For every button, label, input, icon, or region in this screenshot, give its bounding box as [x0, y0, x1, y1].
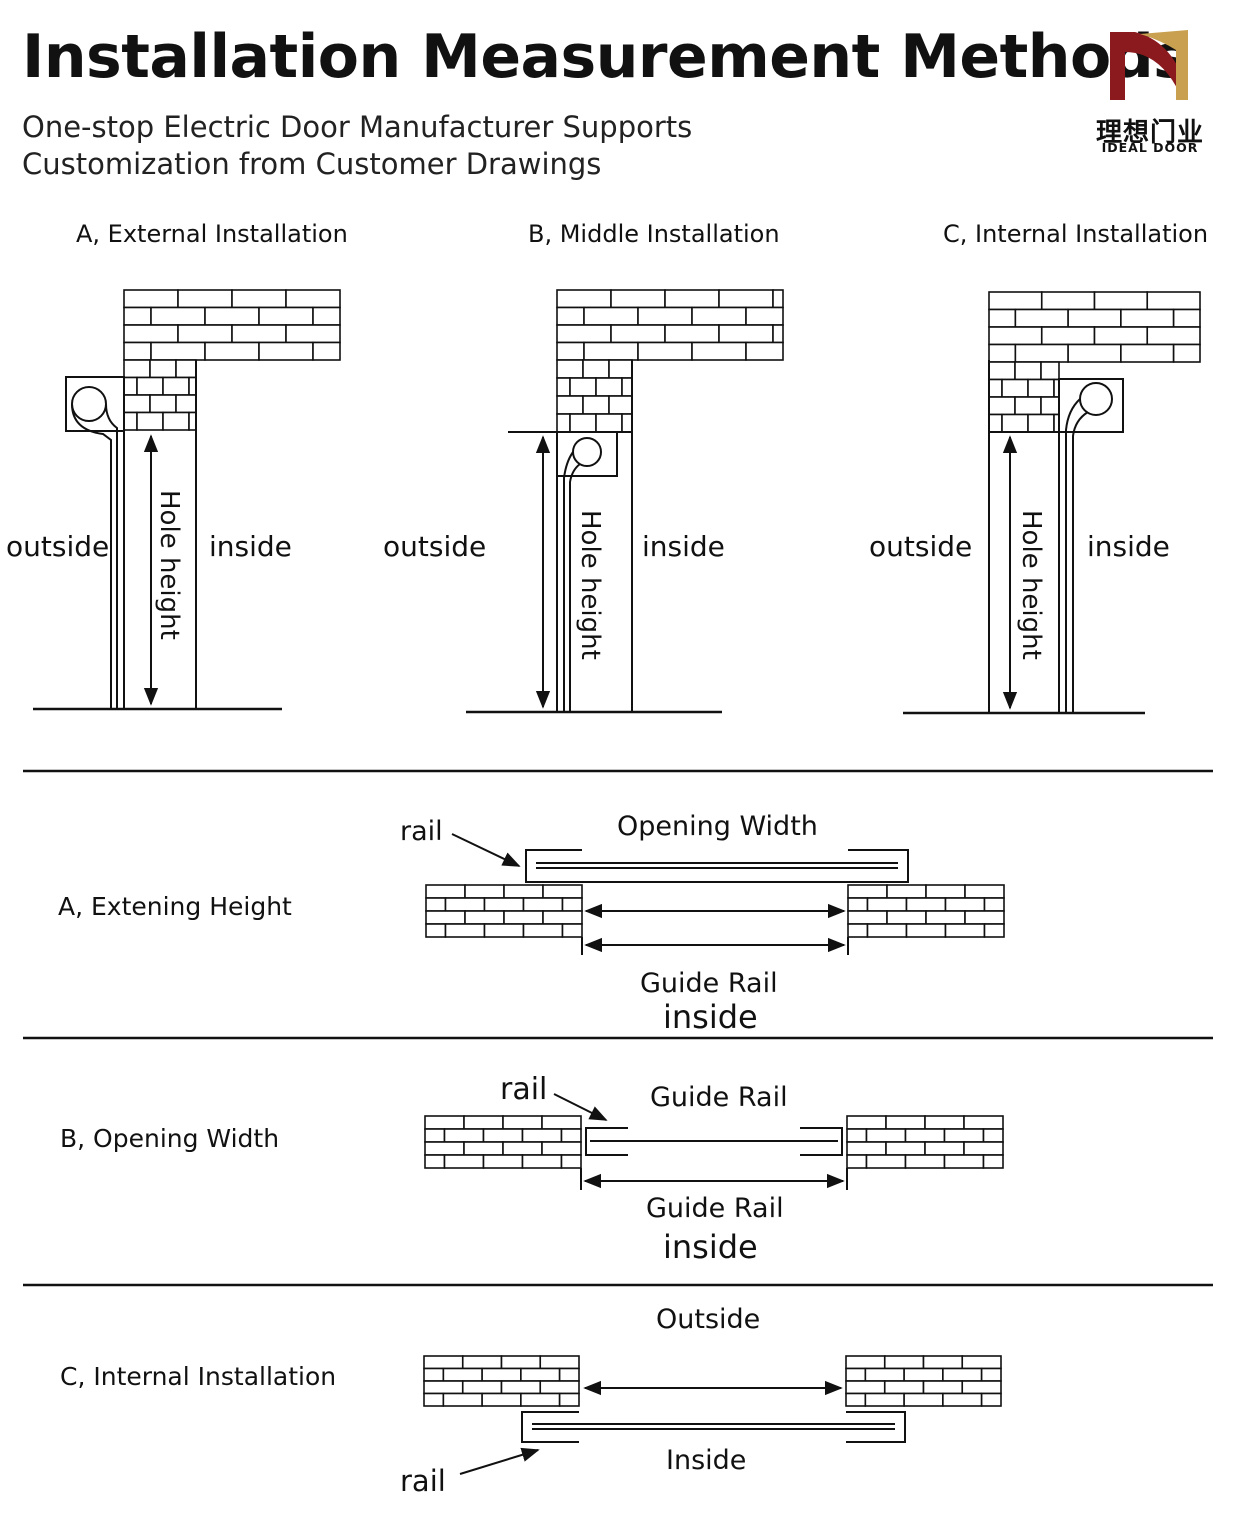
subtitle-line-2: Customization from Customer Drawings	[22, 147, 602, 181]
plan-c-right-wall	[845, 1355, 1002, 1407]
section-b-drawing	[466, 360, 722, 714]
plan-a-title: A, Extening Height	[58, 892, 292, 921]
section-c-top-wall	[988, 291, 1201, 363]
section-c-inside-label: inside	[1087, 530, 1170, 563]
plan-c-drawing	[459, 1380, 906, 1475]
section-b-column-wall	[556, 359, 633, 433]
section-c-outside-label: outside	[869, 530, 973, 563]
plan-a-left-wall	[425, 884, 583, 938]
section-b-top-wall	[556, 289, 784, 361]
plan-b-right-wall	[846, 1115, 1004, 1169]
plan-b-title: B, Opening Width	[60, 1124, 280, 1153]
logo-english-text: IDEAL DOOR	[1101, 140, 1199, 155]
page-title: Installation Measurement Methods	[22, 22, 1189, 92]
plan-a-guide-rail-label: Guide Rail	[640, 968, 778, 999]
ideal-door-logo-icon	[1110, 30, 1188, 100]
section-b-outside-label: outside	[383, 530, 487, 563]
section-b-title: B, Middle Installation	[528, 220, 780, 248]
plan-c-title: C, Internal Installation	[60, 1362, 337, 1391]
brick-walls	[123, 289, 1201, 1407]
plan-b-drawing	[553, 1093, 848, 1190]
plan-a-right-wall	[847, 884, 1005, 938]
section-a-drawing	[33, 360, 282, 711]
logo-chinese-text: 理想门业	[1095, 118, 1204, 148]
plan-a-opening-width-label: Opening Width	[617, 811, 818, 842]
plan-c-left-wall	[423, 1355, 580, 1407]
section-c-drawing	[903, 360, 1145, 715]
section-c-column-wall	[988, 361, 1060, 433]
plan-c-outside-label: Outside	[656, 1304, 761, 1335]
section-b-inside-label: inside	[642, 530, 725, 563]
section-a-top-wall	[123, 289, 341, 361]
section-a-inside-label: inside	[209, 530, 292, 563]
plan-c-rail-label: rail	[400, 1464, 446, 1498]
section-c-title: C, Internal Installation	[943, 220, 1209, 248]
plan-b-guide-rail-top-label: Guide Rail	[650, 1082, 788, 1113]
section-a-column-wall	[123, 359, 197, 431]
subtitle-line-1: One-stop Electric Door Manufacturer Supp…	[22, 110, 693, 144]
plan-c-inside-label: Inside	[666, 1445, 747, 1476]
section-a-title: A, External Installation	[76, 220, 348, 248]
plan-a-drawing	[451, 833, 909, 955]
plan-a-inside-label: inside	[663, 998, 758, 1036]
plan-b-rail-label: rail	[500, 1072, 548, 1107]
plan-b-inside-label: inside	[663, 1228, 758, 1266]
section-a-outside-label: outside	[6, 530, 110, 563]
plan-b-guide-rail-bottom-label: Guide Rail	[646, 1193, 784, 1224]
plan-b-left-wall	[424, 1115, 582, 1169]
plan-a-rail-label: rail	[400, 816, 443, 847]
